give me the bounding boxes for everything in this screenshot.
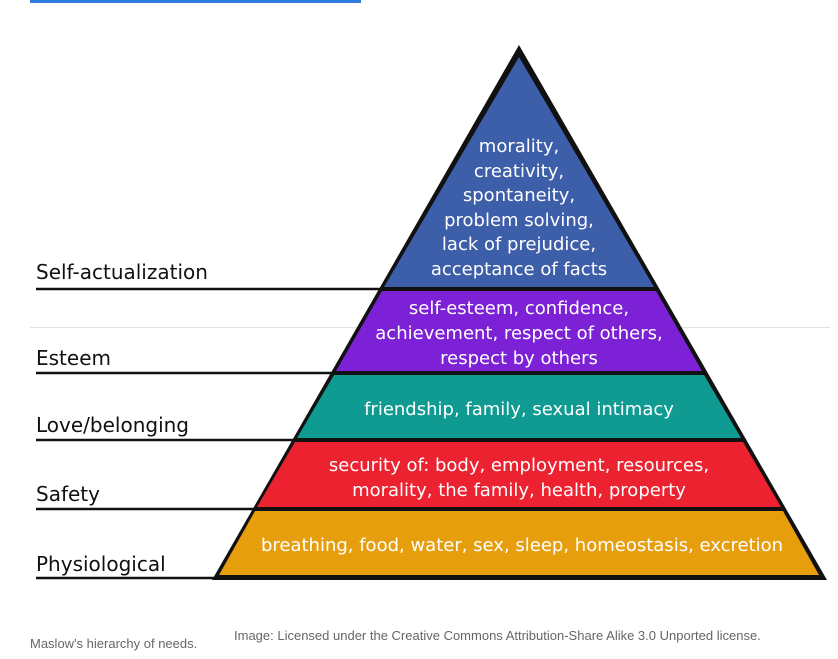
- tier-text-line: breathing, food, water, sex, sleep, home…: [261, 535, 783, 556]
- figure-caption: Maslow's hierarchy of needs.: [30, 636, 198, 651]
- tier-safety: [257, 442, 781, 507]
- tier-love-belonging: [297, 375, 741, 438]
- tier-text-line: acceptance of facts: [431, 259, 607, 280]
- tier-text-line: morality, the family, health, property: [352, 480, 686, 501]
- tier-text-line: respect by others: [440, 348, 598, 369]
- tier-esteem: [336, 291, 702, 371]
- top-accent-bar: [30, 0, 361, 3]
- label-self-actualization: Self-actualization: [36, 260, 208, 284]
- label-love-belonging: Love/belonging: [36, 413, 189, 437]
- tier-text-line: lack of prejudice,: [442, 234, 596, 255]
- label-safety: Safety: [36, 482, 100, 506]
- tier-text-line: creativity,: [474, 161, 564, 182]
- tier-text-line: morality,: [479, 136, 559, 157]
- tier-text-line: achievement, respect of others,: [375, 323, 662, 344]
- tier-text-line: spontaneity,: [463, 185, 575, 206]
- tier-self-actualization: [384, 57, 654, 287]
- license-credit: Image: Licensed under the Creative Commo…: [234, 628, 761, 643]
- level-guide-lines: [36, 287, 384, 580]
- tier-text-line: friendship, family, sexual intimacy: [364, 399, 674, 420]
- tier-text-line: security of: body, employment, resources…: [329, 455, 709, 476]
- label-physiological: Physiological: [36, 552, 166, 576]
- tier-text-line: self-esteem, confidence,: [409, 298, 629, 319]
- label-esteem: Esteem: [36, 346, 111, 370]
- tier-physiological: [219, 511, 819, 575]
- tier-text-line: problem solving,: [444, 210, 594, 231]
